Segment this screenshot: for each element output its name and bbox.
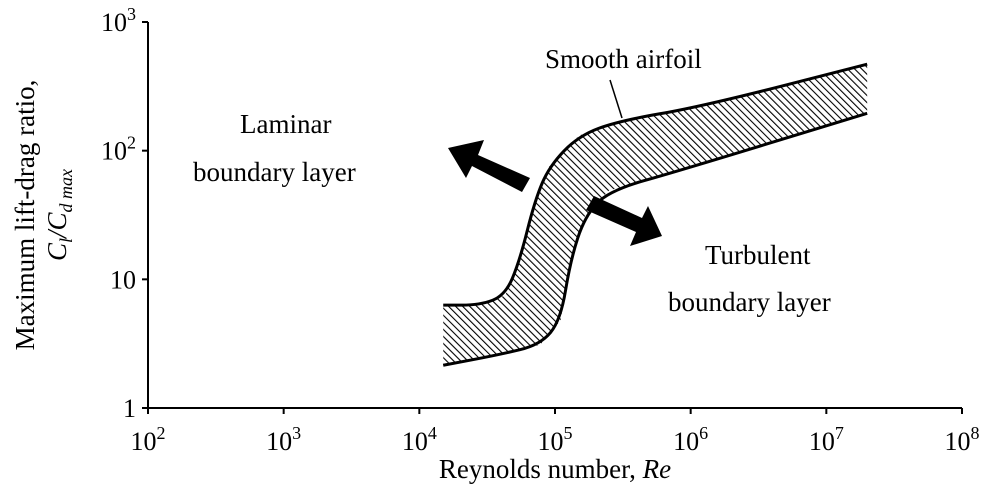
annotation-laminar-2: boundary layer [193,157,356,187]
y-tick-label: 1 [123,394,136,423]
y-tick-label: 10 [110,265,136,294]
band-upper-boundary [443,62,868,307]
x-tick-label: 103 [266,423,301,456]
annotation-turbulent-1: Turbulent [705,240,811,270]
arrow-turbulent [586,196,662,246]
smooth-airfoil-leader [609,79,623,119]
y-axis-label-line2: Cl/Cd max [42,169,76,261]
y-tick-label: 102 [101,133,136,166]
x-tick-label: 102 [131,423,166,456]
smooth-airfoil-band [443,64,868,366]
annotation-laminar-1: Laminar [240,109,331,139]
x-tick-label: 105 [538,423,573,456]
x-tick-label: 107 [809,423,844,456]
x-tick-label: 106 [673,423,708,456]
arrow-laminar [448,140,530,192]
x-tick-label: 108 [945,423,980,456]
x-tick-label: 104 [402,423,437,456]
annotation-smooth-airfoil: Smooth airfoil [545,44,702,74]
y-tick-label: 103 [101,4,136,37]
x-axis-label: Reynolds number, Re [439,454,671,484]
y-axis-label-line1: Maximum lift-drag ratio, [10,80,40,351]
annotation-turbulent-2: boundary layer [668,287,831,317]
band-lower-boundary [442,111,868,367]
